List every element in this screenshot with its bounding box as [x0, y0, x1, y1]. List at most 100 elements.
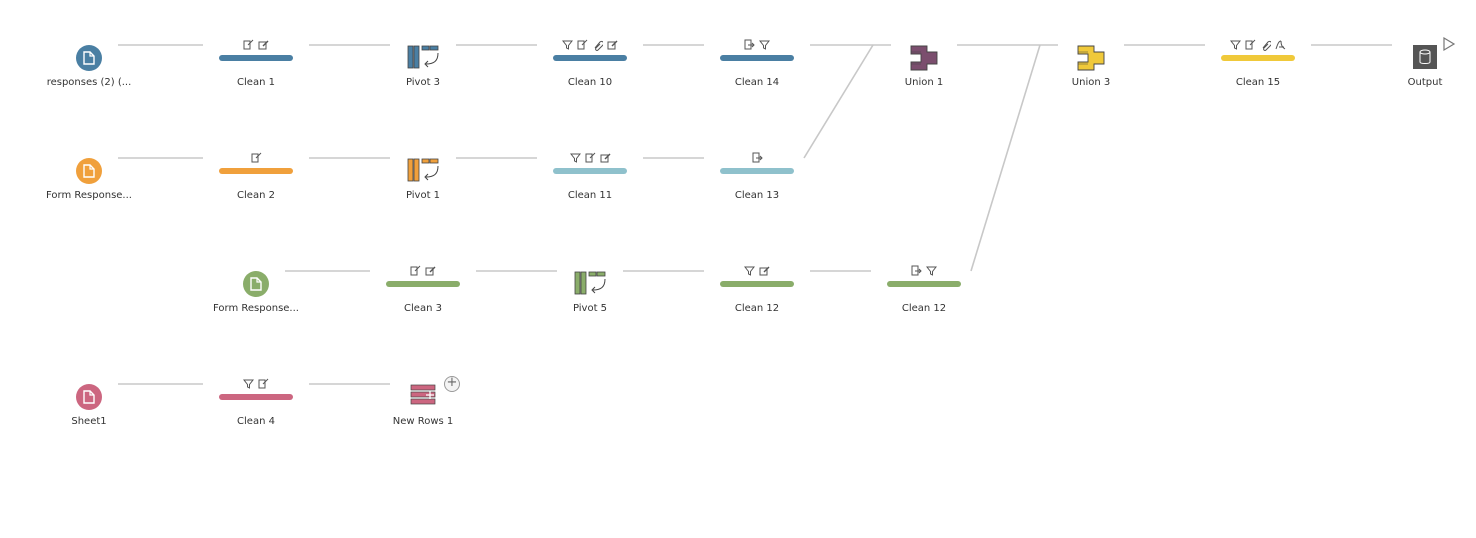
- clip-icon: [1260, 39, 1271, 51]
- edit-icon: [607, 39, 618, 51]
- clean-step-bar: [386, 281, 460, 287]
- node-label: Pivot 5: [572, 303, 608, 314]
- calc-icon: [744, 39, 755, 51]
- clean-step-bar: [1221, 55, 1295, 61]
- clean-step-bar: [720, 281, 794, 287]
- flow-node-clean[interactable]: Clean 14: [702, 13, 812, 88]
- edit-icon: [258, 39, 269, 51]
- clean-step-icons: [869, 265, 979, 277]
- node-label: Clean 12: [901, 303, 947, 314]
- filter-icon: [926, 265, 937, 277]
- flow-node-pivot[interactable]: Pivot 3: [368, 13, 478, 88]
- clean-step-bar: [720, 168, 794, 174]
- node-label: Output: [1407, 77, 1443, 88]
- node-label: Clean 4: [237, 416, 275, 427]
- flow-node-clean[interactable]: Clean 13: [702, 126, 812, 201]
- flow-edge: [970, 44, 1041, 272]
- calc-icon: [752, 152, 763, 164]
- clean-step-bar: [720, 55, 794, 61]
- new-rows-icon: [410, 384, 436, 405]
- filter-icon: [243, 378, 254, 390]
- file-input-icon: [76, 384, 102, 410]
- clean-step-icons: [368, 265, 478, 277]
- calc-icon: [911, 265, 922, 277]
- node-label: Clean 3: [404, 303, 442, 314]
- node-label: Union 3: [1071, 77, 1111, 88]
- clean-step-bar: [553, 168, 627, 174]
- clean-step-icons: [1203, 39, 1313, 51]
- clean-step-bar: [219, 55, 293, 61]
- flow-node-clean[interactable]: Clean 12: [702, 239, 812, 314]
- flow-node-clean[interactable]: Clean 3: [368, 239, 478, 314]
- union-icon: [1077, 45, 1105, 71]
- flow-node-clean[interactable]: Clean 2: [201, 126, 311, 201]
- run-flow-icon[interactable]: [1442, 36, 1456, 56]
- flow-edge: [803, 44, 874, 159]
- file-input-icon: [243, 271, 269, 297]
- rename-icon: [243, 39, 254, 51]
- flow-node-clean[interactable]: Clean 12: [869, 239, 979, 314]
- node-label: Clean 14: [734, 77, 780, 88]
- clean-step-icons: [535, 39, 645, 51]
- flow-node-clean[interactable]: Clean 1: [201, 13, 311, 88]
- clean-step-icons: [535, 152, 645, 164]
- rename-icon: [251, 152, 262, 164]
- flow-node-clean[interactable]: Clean 10: [535, 13, 645, 88]
- clean-step-icons: [201, 378, 311, 390]
- rename-icon: [577, 39, 588, 51]
- flow-node-newrows[interactable]: New Rows 1: [368, 352, 478, 427]
- clean-step-icons: [702, 152, 812, 164]
- plus-icon: +: [446, 375, 458, 390]
- rename-icon: [258, 378, 269, 390]
- node-label: Form Response...: [46, 190, 132, 201]
- file-input-icon: [76, 158, 102, 184]
- clean-step-icons: [201, 152, 311, 164]
- filter-icon: [569, 152, 581, 164]
- clean-step-bar: [219, 394, 293, 400]
- flow-node-clean[interactable]: Clean 4: [201, 352, 311, 427]
- flow-node-union[interactable]: Union 1: [869, 13, 979, 88]
- clean-step-icons: [702, 39, 812, 51]
- flow-node-pivot[interactable]: Pivot 1: [368, 126, 478, 201]
- flow-node-clean[interactable]: Clean 15: [1203, 13, 1313, 88]
- split-icon: [1275, 39, 1286, 51]
- clean-step-icons: [201, 39, 311, 51]
- flow-node-pivot[interactable]: Pivot 5: [535, 239, 645, 314]
- union-icon: [910, 45, 938, 71]
- pivot-icon: [407, 45, 439, 69]
- flow-node-input[interactable]: Form Response...: [201, 239, 311, 314]
- edit-icon: [425, 265, 436, 277]
- flow-node-clean[interactable]: Clean 11: [535, 126, 645, 201]
- filter-icon: [1230, 39, 1241, 51]
- node-label: Clean 2: [237, 190, 275, 201]
- add-step-button[interactable]: +: [444, 375, 460, 392]
- flow-node-input[interactable]: Form Response...: [34, 126, 144, 201]
- node-label: Clean 13: [734, 190, 780, 201]
- flow-node-input[interactable]: responses (2) (...: [34, 13, 144, 88]
- edit-icon: [759, 265, 770, 277]
- node-label: Sheet1: [71, 416, 107, 427]
- flow-node-union[interactable]: Union 3: [1036, 13, 1146, 88]
- node-label: Clean 1: [237, 77, 275, 88]
- node-label: Clean 12: [734, 303, 780, 314]
- node-label: Pivot 3: [405, 77, 441, 88]
- clean-step-bar: [553, 55, 627, 61]
- output-icon: [1413, 45, 1437, 69]
- clean-step-bar: [887, 281, 961, 287]
- rename-icon: [585, 152, 596, 164]
- rename-icon: [1245, 39, 1256, 51]
- clean-step-bar: [219, 168, 293, 174]
- node-label: Pivot 1: [405, 190, 441, 201]
- node-label: New Rows 1: [392, 416, 454, 427]
- filter-icon: [759, 39, 770, 51]
- filter-icon: [744, 265, 755, 277]
- node-label: Union 1: [904, 77, 944, 88]
- flow-node-input[interactable]: Sheet1: [34, 352, 144, 427]
- clean-step-icons: [702, 265, 812, 277]
- rename-icon: [410, 265, 421, 277]
- node-label: Clean 11: [567, 190, 613, 201]
- flow-node-output[interactable]: Output: [1370, 13, 1476, 88]
- node-label: Form Response...: [213, 303, 299, 314]
- pivot-icon: [407, 158, 439, 182]
